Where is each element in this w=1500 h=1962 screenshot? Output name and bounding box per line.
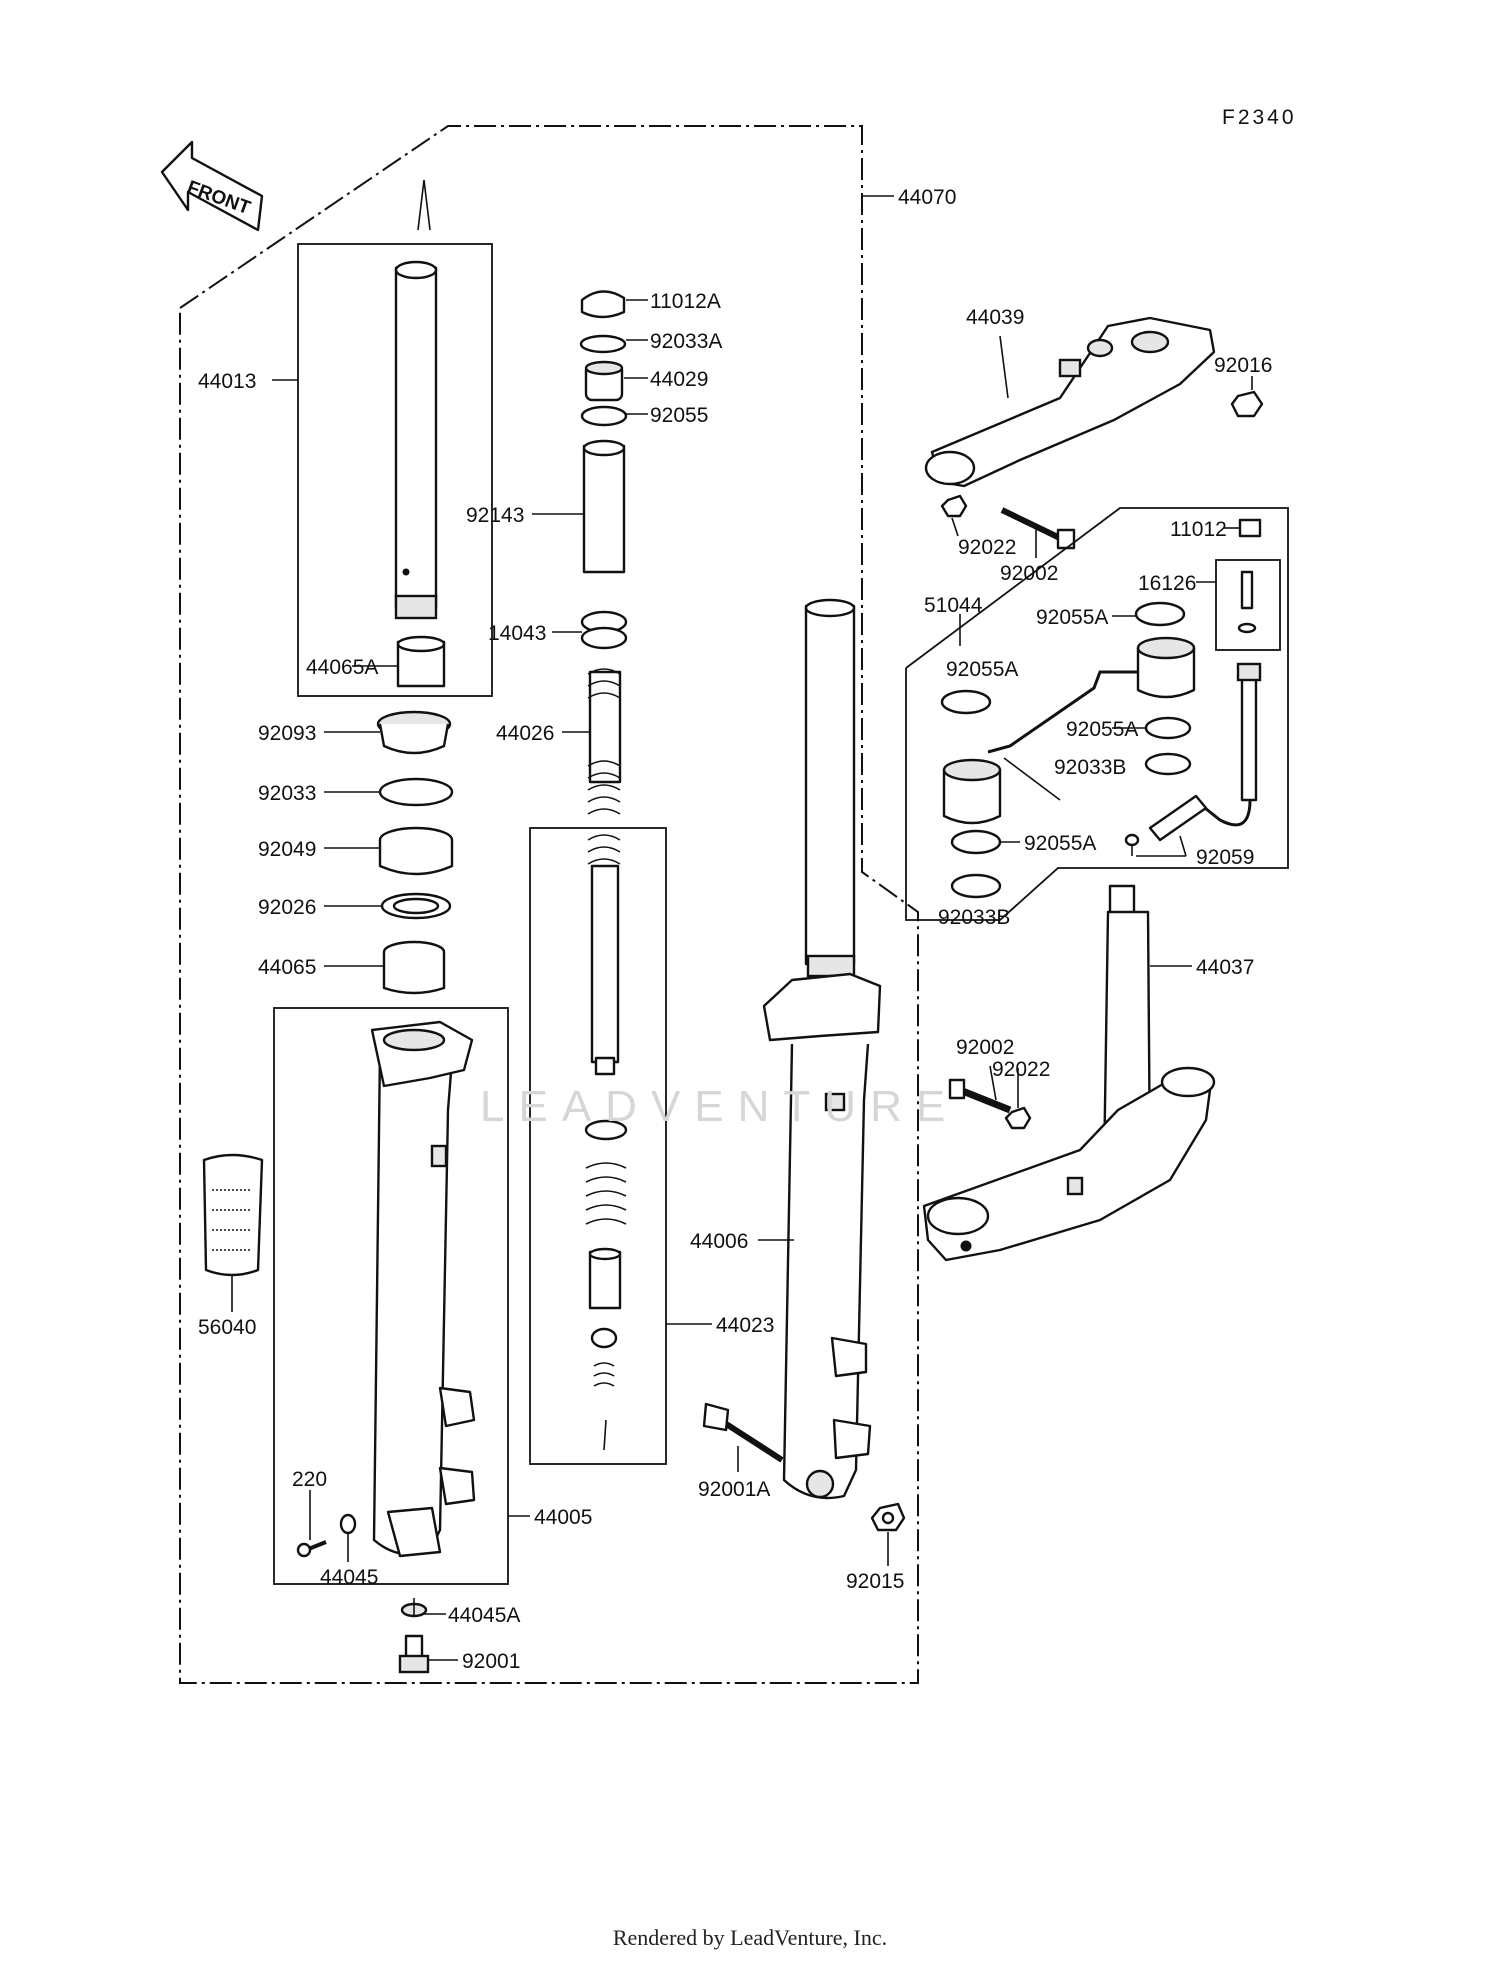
label-92015: 92015 xyxy=(846,1570,904,1593)
label-16126: 16126 xyxy=(1138,572,1196,595)
leader-lines xyxy=(231,195,1253,1661)
label-92055A-3: 92055A xyxy=(1066,718,1138,741)
circlip-92033B-b xyxy=(950,873,1002,899)
label-44023: 44023 xyxy=(716,1314,774,1337)
watermark-text: LEADVENTURE xyxy=(480,1082,960,1131)
label-92033B-2: 92033B xyxy=(938,906,1010,929)
bushing-44065A xyxy=(396,635,446,688)
o-ring-92055A-b xyxy=(940,689,992,715)
label-11012: 11012 xyxy=(1170,518,1227,541)
o-ring-92055A-c xyxy=(1144,716,1192,740)
part-labels: 44070 11012A 92033A 44029 92055 92143 14… xyxy=(198,186,1272,1673)
screw-220 xyxy=(296,1540,327,1558)
nut-92016 xyxy=(1230,390,1264,418)
washer-92049 xyxy=(378,826,454,876)
o-ring-92033A xyxy=(579,334,627,354)
footer-credit: Rendered by LeadVenture, Inc. xyxy=(612,1925,888,1950)
front-arrow-icon: FRONT xyxy=(160,140,264,232)
label-92055A-2: 92055A xyxy=(946,658,1018,681)
spring-44026 xyxy=(587,668,622,815)
axis-marker-icon xyxy=(417,179,431,231)
oil-seal-92093 xyxy=(376,710,452,755)
label-44026: 44026 xyxy=(496,722,554,745)
label-92033: 92033 xyxy=(258,782,316,805)
label-56040: 56040 xyxy=(198,1316,256,1339)
label-92093: 92093 xyxy=(258,722,316,745)
label-92016: 92016 xyxy=(1214,354,1272,377)
air-fitting-51044 xyxy=(942,636,1196,825)
bushing-44065 xyxy=(382,940,446,995)
circlip-92033B-a xyxy=(1144,752,1192,776)
o-ring-92055A-a xyxy=(1134,601,1186,627)
label-92022-upper: 92022 xyxy=(958,536,1016,559)
label-44065A: 44065A xyxy=(306,656,378,679)
bolt-92001A xyxy=(702,1402,784,1463)
valve-16126 xyxy=(1237,570,1257,634)
label-14043: 14043 xyxy=(488,622,546,645)
label-92026: 92026 xyxy=(258,896,316,919)
label-44039: 44039 xyxy=(966,306,1024,329)
group-box-51044 xyxy=(905,507,1289,921)
bolt-92002-lower xyxy=(948,1078,1012,1114)
label-44037: 44037 xyxy=(1196,956,1254,979)
group-box-44023 xyxy=(529,827,667,1465)
label-44045: 44045 xyxy=(320,1566,378,1589)
assembly-boundary-44070 xyxy=(179,125,919,1684)
label-51044: 51044 xyxy=(924,594,983,617)
label-92055A-4: 92055A xyxy=(1024,832,1096,855)
o-ring-92055A-d xyxy=(950,829,1002,855)
label-44065: 44065 xyxy=(258,956,316,979)
cap-11012A xyxy=(580,290,626,319)
label-92049: 92049 xyxy=(258,838,316,861)
o-ring-92055 xyxy=(580,405,628,427)
label-92055: 92055 xyxy=(650,404,708,427)
label-220: 220 xyxy=(292,1468,327,1491)
spacer-92143 xyxy=(582,439,626,574)
label-92055A-1: 92055A xyxy=(1036,606,1108,629)
upper-bracket-44039 xyxy=(924,316,1216,488)
nut-92022-upper xyxy=(940,494,968,518)
damper-rod-44023 xyxy=(584,834,628,1451)
fork-assembly-44006 xyxy=(762,598,882,1500)
washer-92026 xyxy=(380,892,452,920)
steering-stem-44037 xyxy=(922,884,1216,1262)
label-92022-lower: 92022 xyxy=(992,1058,1050,1081)
group-box-16126 xyxy=(1215,559,1281,651)
label-92059: 92059 xyxy=(1196,846,1254,869)
nut-92015 xyxy=(870,1502,906,1532)
outer-tube-44005 xyxy=(370,1020,476,1558)
bolt-92002-upper xyxy=(1000,507,1076,550)
diagram-code: F2340 xyxy=(1222,106,1297,129)
bolt-92001 xyxy=(398,1634,430,1674)
hose-92059 xyxy=(1124,662,1262,847)
label-92033A: 92033A xyxy=(650,330,722,353)
group-box-44005 xyxy=(273,1007,509,1585)
label-92143: 92143 xyxy=(466,504,524,527)
cap-44029 xyxy=(584,360,624,402)
label-44070: 44070 xyxy=(898,186,956,209)
label-11012A: 11012A xyxy=(650,290,721,313)
label-92002-lower: 92002 xyxy=(956,1036,1014,1059)
nut-92022-lower xyxy=(1004,1106,1032,1130)
guard-56040 xyxy=(202,1153,264,1277)
label-92001A: 92001A xyxy=(698,1478,770,1501)
cap-11012 xyxy=(1238,518,1262,538)
seat-14043 xyxy=(580,610,628,650)
label-92033B-1: 92033B xyxy=(1054,756,1126,779)
label-44005: 44005 xyxy=(534,1506,592,1529)
inner-tube-44013 xyxy=(394,260,438,620)
group-box-44013 xyxy=(297,243,493,697)
label-44029: 44029 xyxy=(650,368,708,391)
label-44006: 44006 xyxy=(690,1230,748,1253)
label-44045A: 44045A xyxy=(448,1604,520,1627)
circlip-92033 xyxy=(378,777,454,807)
gasket-44045 xyxy=(339,1513,357,1535)
label-92001: 92001 xyxy=(462,1650,520,1673)
label-44013: 44013 xyxy=(198,370,256,393)
label-92002-upper: 92002 xyxy=(1000,562,1058,585)
